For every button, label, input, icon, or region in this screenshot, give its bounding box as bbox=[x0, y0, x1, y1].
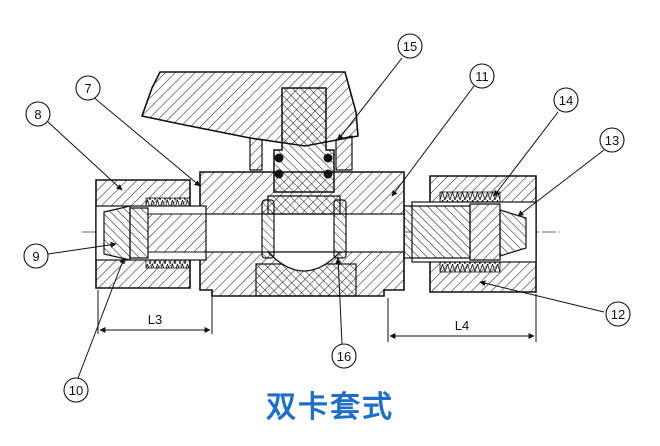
svg-text:7: 7 bbox=[84, 81, 91, 96]
stem-oring bbox=[323, 153, 333, 163]
seat-right bbox=[333, 199, 347, 259]
svg-text:9: 9 bbox=[32, 249, 39, 264]
leader-lines bbox=[47, 57, 605, 379]
ball bbox=[267, 195, 341, 215]
dimension-l4-geometry bbox=[387, 294, 537, 342]
svg-text:11: 11 bbox=[475, 69, 489, 84]
dimension-l3-geometry bbox=[97, 290, 213, 334]
right-front-ferrule bbox=[469, 203, 501, 261]
svg-text:8: 8 bbox=[34, 107, 41, 122]
svg-text:14: 14 bbox=[559, 93, 573, 108]
dimension-l3-label: L3 bbox=[148, 312, 162, 327]
callout-13: 13 bbox=[599, 127, 625, 153]
stem-oring bbox=[274, 153, 284, 163]
callout-7: 7 bbox=[75, 75, 101, 101]
right-body-stub bbox=[403, 205, 471, 259]
left-tube-stub bbox=[147, 213, 207, 253]
left-front-ferrule bbox=[103, 205, 131, 261]
dimension-l4-label: L4 bbox=[455, 318, 469, 333]
callout-15: 15 bbox=[397, 33, 423, 59]
body-bore bbox=[199, 213, 405, 253]
callout-8: 8 bbox=[25, 101, 51, 127]
callout-10: 10 bbox=[63, 377, 89, 403]
callout-11: 11 bbox=[469, 63, 495, 89]
svg-text:12: 12 bbox=[611, 307, 625, 322]
left-thread-bottom bbox=[145, 259, 191, 269]
svg-text:15: 15 bbox=[403, 39, 417, 54]
left-thread-top bbox=[145, 197, 191, 207]
bonnet bbox=[249, 137, 263, 171]
svg-text:10: 10 bbox=[69, 383, 83, 398]
callout-14: 14 bbox=[553, 87, 579, 113]
callout-9: 9 bbox=[23, 243, 49, 269]
seat-left bbox=[261, 199, 275, 259]
bonnet-right bbox=[335, 135, 353, 171]
diagram-caption: 双卡套式 bbox=[266, 390, 394, 425]
left-back-ferrule bbox=[129, 207, 149, 259]
right-thread-bottom bbox=[439, 261, 501, 273]
right-thread-top bbox=[439, 191, 501, 203]
right-back-ferrule bbox=[499, 209, 527, 257]
callout-16: 16 bbox=[331, 343, 357, 369]
svg-text:16: 16 bbox=[337, 349, 351, 364]
callout-12: 12 bbox=[605, 301, 631, 327]
svg-text:13: 13 bbox=[605, 133, 619, 148]
